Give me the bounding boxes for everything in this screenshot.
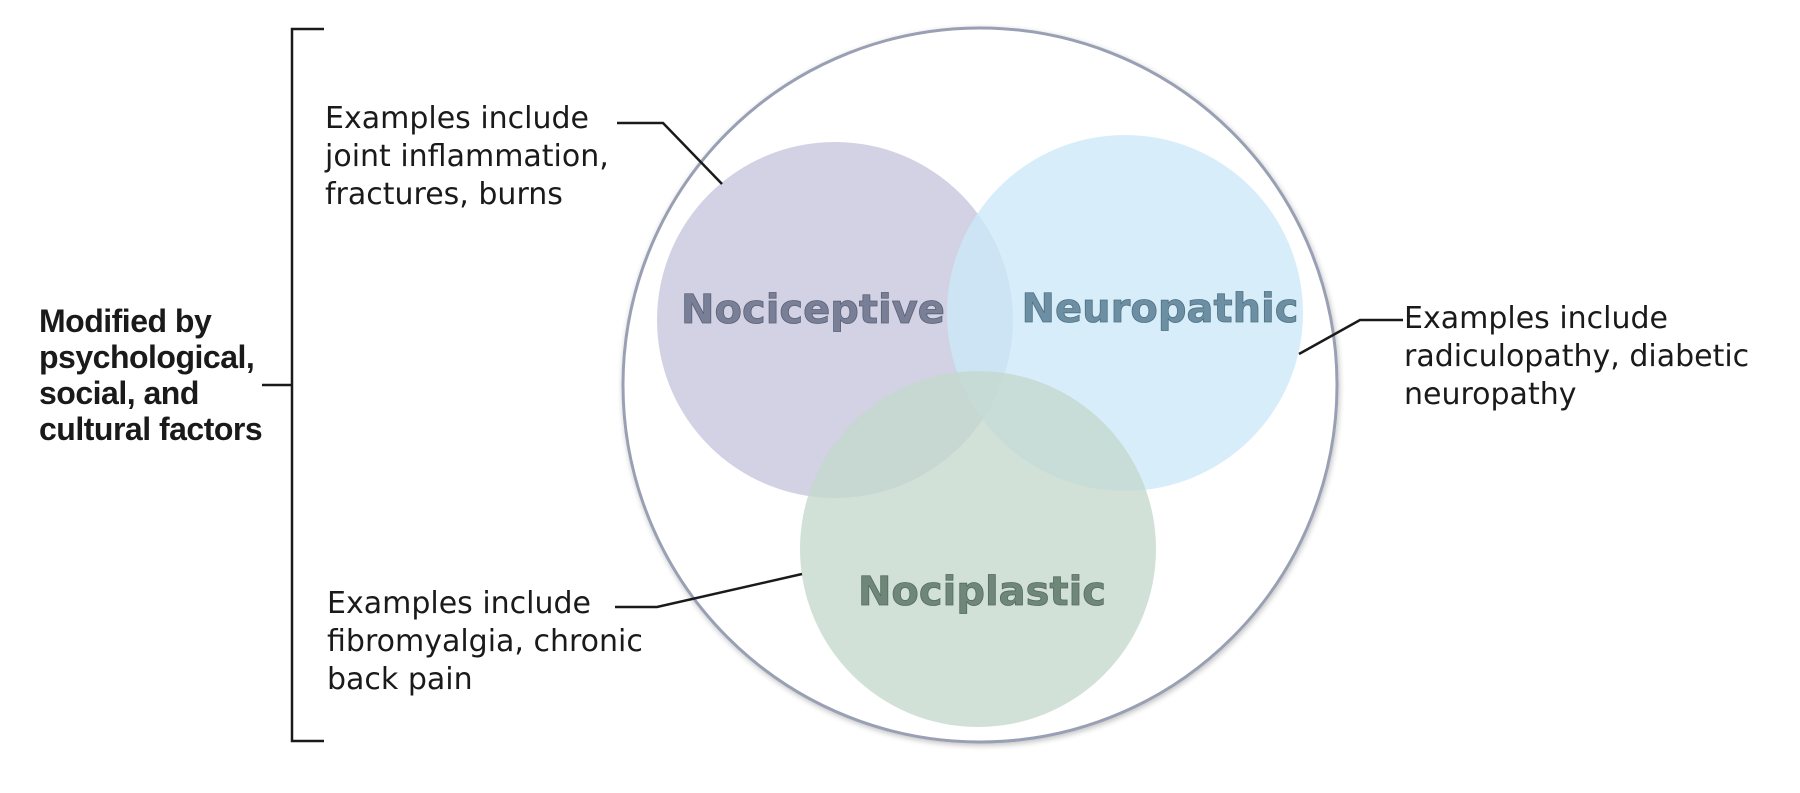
callout-line: fibromyalgia, chronic [327,624,643,659]
callout-line: fractures, burns [325,177,563,212]
neuropathic-leader-line [1298,318,1403,356]
nociplastic-label: Nociplastic [858,569,1106,615]
nociceptive-examples: Examples include joint inflammation, fra… [325,100,609,214]
callout-line: joint inflammation, [325,139,609,174]
side-note: Modified by psychological, social, and c… [39,303,263,447]
nociceptive-label: Nociceptive [681,287,945,333]
callout-line: Examples include [325,101,590,136]
nociplastic-leader-line [615,572,803,609]
callout-line: Examples include [1404,301,1669,336]
neuropathic-examples: Examples include radiculopathy, diabetic… [1404,300,1749,414]
nociplastic-circle [800,371,1156,727]
nociplastic-examples: Examples include fibromyalgia, chronic b… [327,585,643,699]
side-note-line: psychological, [39,339,255,375]
callout-line: neuropathy [1404,377,1577,412]
side-note-line: cultural factors [39,411,263,447]
neuropathic-label: Neuropathic [1022,286,1299,332]
side-note-line: Modified by [39,303,212,339]
side-note-line: social, and [39,375,199,411]
callout-line: radiculopathy, diabetic [1404,339,1750,374]
nociceptive-leader-line [617,121,723,185]
callout-line: back pain [327,662,473,697]
bracket [262,27,324,743]
callout-line: Examples include [327,586,592,621]
